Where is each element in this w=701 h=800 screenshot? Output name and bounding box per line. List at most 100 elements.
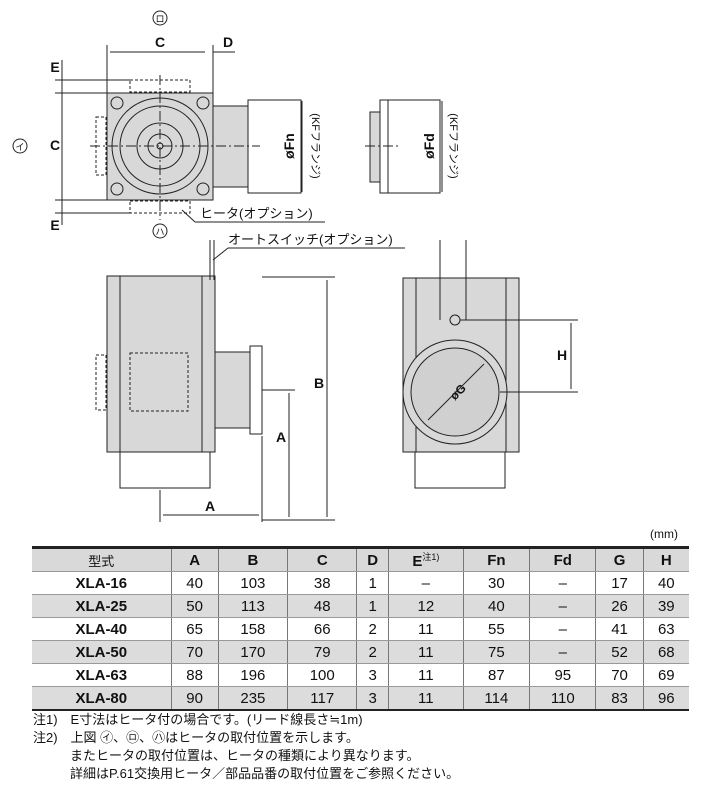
header-e-text: E: [412, 553, 423, 570]
value-cell: 235: [217, 686, 288, 711]
value-cell: 11: [387, 617, 464, 641]
header-e: E注1): [387, 547, 464, 572]
value-cell: 52: [595, 640, 644, 664]
header-e-note: 注1): [422, 552, 440, 562]
value-cell: 2: [356, 617, 389, 641]
header-fd: Fd: [529, 547, 596, 572]
header-fn: Fn: [462, 547, 530, 572]
value-cell: –: [529, 571, 596, 595]
value-cell: 66: [287, 617, 357, 641]
value-cell: 11: [387, 686, 464, 711]
value-cell: 40: [462, 594, 530, 618]
value-cell: 110: [529, 686, 596, 711]
note-2-line-2: またヒータの取付位置は、ヒータの種類により異なります。: [70, 748, 420, 763]
value-cell: 117: [287, 686, 357, 711]
value-cell: 39: [642, 594, 689, 618]
dim-a-horizontal-label: A: [205, 498, 215, 514]
top-view: [55, 45, 325, 225]
value-cell: 88: [170, 663, 219, 687]
model-cell: XLA-80: [32, 686, 172, 711]
value-cell: 103: [217, 571, 288, 595]
header-a: A: [170, 547, 219, 572]
value-cell: –: [529, 640, 596, 664]
value-cell: 2: [356, 640, 389, 664]
value-cell: 12: [387, 594, 464, 618]
value-cell: 95: [529, 663, 596, 687]
value-cell: 170: [217, 640, 288, 664]
dim-h-label: H: [557, 347, 567, 363]
dim-a-vertical-label: A: [276, 429, 286, 445]
value-cell: 83: [595, 686, 644, 711]
dim-c-vertical-label: C: [50, 137, 60, 153]
model-cell: XLA-16: [32, 571, 172, 595]
value-cell: 75: [462, 640, 530, 664]
header-d: D: [356, 547, 389, 572]
value-cell: 3: [356, 686, 389, 711]
value-cell: 11: [387, 640, 464, 664]
value-cell: 79: [287, 640, 357, 664]
value-cell: 100: [287, 663, 357, 687]
value-cell: 96: [642, 686, 689, 711]
kf-flange-label-2: (KFフランジ): [447, 113, 459, 178]
value-cell: 50: [170, 594, 219, 618]
value-cell: 30: [462, 571, 530, 595]
value-cell: 55: [462, 617, 530, 641]
model-cell: XLA-25: [32, 594, 172, 618]
notes: 注1) E寸法はヒータ付の場合です。(リード線長さ≒1m) 注2) 上図 ㋑、㋺…: [33, 711, 459, 783]
value-cell: 113: [217, 594, 288, 618]
value-cell: 3: [356, 663, 389, 687]
side-flange-view: [365, 99, 443, 194]
dim-fn-label: øFn: [281, 133, 297, 159]
value-cell: 63: [642, 617, 689, 641]
model-cell: XLA-63: [32, 663, 172, 687]
front-view: [95, 240, 405, 522]
heater-position-i-label: イ: [15, 142, 24, 152]
value-cell: 65: [170, 617, 219, 641]
table-header-row: 型式 A B C D E注1) Fn Fd G H: [32, 547, 689, 572]
value-cell: 40: [170, 571, 219, 595]
header-h: H: [642, 547, 689, 572]
note-1: 注1) E寸法はヒータ付の場合です。(リード線長さ≒1m): [33, 712, 363, 727]
dim-e-bottom-label: E: [50, 217, 59, 233]
value-cell: 41: [595, 617, 644, 641]
note-2-line-3: 詳細はP.61交換用ヒータ／部品品番の取付位置をご参照ください。: [70, 766, 460, 781]
value-cell: 158: [217, 617, 288, 641]
header-model: 型式: [32, 547, 172, 572]
value-cell: –: [529, 617, 596, 641]
header-b: B: [217, 547, 288, 572]
model-cell: XLA-50: [32, 640, 172, 664]
value-cell: 40: [642, 571, 689, 595]
value-cell: 90: [170, 686, 219, 711]
value-cell: 38: [287, 571, 357, 595]
dim-e-top-label: E: [50, 59, 59, 75]
value-cell: 48: [287, 594, 357, 618]
unit-label: (mm): [650, 527, 678, 541]
value-cell: 17: [595, 571, 644, 595]
value-cell: 70: [595, 663, 644, 687]
side-view: [402, 240, 578, 489]
value-cell: 69: [642, 663, 689, 687]
drawing-labels: ロ イ ハ C D C E E øFn (KFフランジ) øFd (KFフランジ…: [12, 10, 567, 514]
note-2: 注2) 上図 ㋑、㋺、㋩はヒータの取付位置を示します。: [33, 730, 359, 745]
value-cell: 1: [356, 571, 389, 595]
heater-position-ro-label: ロ: [155, 14, 164, 24]
value-cell: –: [387, 571, 464, 595]
value-cell: 70: [170, 640, 219, 664]
value-cell: –: [529, 594, 596, 618]
heater-position-ha-label: ハ: [155, 227, 164, 237]
value-cell: 26: [595, 594, 644, 618]
dim-b-label: B: [314, 375, 324, 391]
header-g: G: [595, 547, 644, 572]
technical-drawing: ロ イ ハ C D C E E øFn (KFフランジ) øFd (KFフランジ…: [12, 10, 578, 522]
autoswitch-option-label: オートスイッチ(オプション): [228, 232, 393, 247]
value-cell: 68: [642, 640, 689, 664]
value-cell: 114: [462, 686, 530, 711]
header-c: C: [287, 547, 357, 572]
value-cell: 11: [387, 663, 464, 687]
